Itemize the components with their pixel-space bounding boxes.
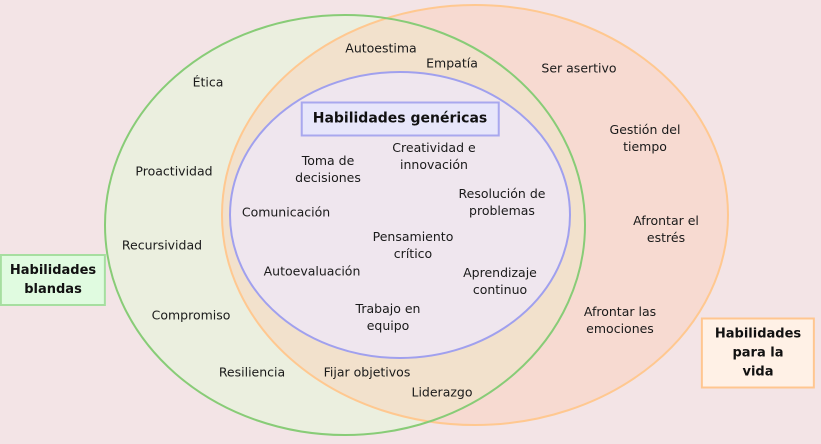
skill-afrontar-emociones: Afrontar las emociones: [583, 304, 657, 336]
life-skills-label: Habilidades para la vida: [700, 317, 816, 389]
skill-autoevaluacion: Autoevaluación: [263, 263, 361, 279]
skill-aprendizaje-continuo: Aprendizaje continuo: [463, 265, 537, 297]
skill-liderazgo: Liderazgo: [411, 384, 473, 400]
skill-empatia: Empatía: [426, 55, 478, 71]
skill-afrontar-estres: Afrontar el estrés: [633, 213, 699, 245]
soft-skills-label: Habilidades blandas: [0, 254, 107, 306]
skill-creatividad: Creatividad e innovación: [392, 140, 476, 172]
skill-comunicacion: Comunicación: [241, 204, 331, 220]
skill-etica: Ética: [192, 74, 224, 90]
skill-proactividad: Proactividad: [135, 163, 213, 179]
soft-skills-circle-outline: [104, 14, 586, 436]
skill-toma-decisiones: Toma de decisiones: [295, 153, 361, 185]
skill-ser-asertivo: Ser asertivo: [541, 60, 617, 76]
skill-recursividad: Recursividad: [121, 237, 203, 253]
skill-pensamiento-critico: Pensamiento crítico: [372, 229, 454, 261]
skill-fijar-objetivos: Fijar objetivos: [323, 364, 411, 380]
skill-autoestima: Autoestima: [345, 40, 417, 56]
skill-trabajo-equipo: Trabajo en equipo: [355, 301, 421, 333]
skill-resiliencia: Resiliencia: [218, 364, 286, 380]
skill-resolucion-problemas: Resolución de problemas: [458, 186, 546, 218]
generic-skills-label: Habilidades genéricas: [300, 101, 500, 137]
generic-skills-circle: [229, 71, 571, 359]
skill-gestion-tiempo: Gestión del tiempo: [609, 122, 681, 154]
skill-compromiso: Compromiso: [151, 307, 231, 323]
